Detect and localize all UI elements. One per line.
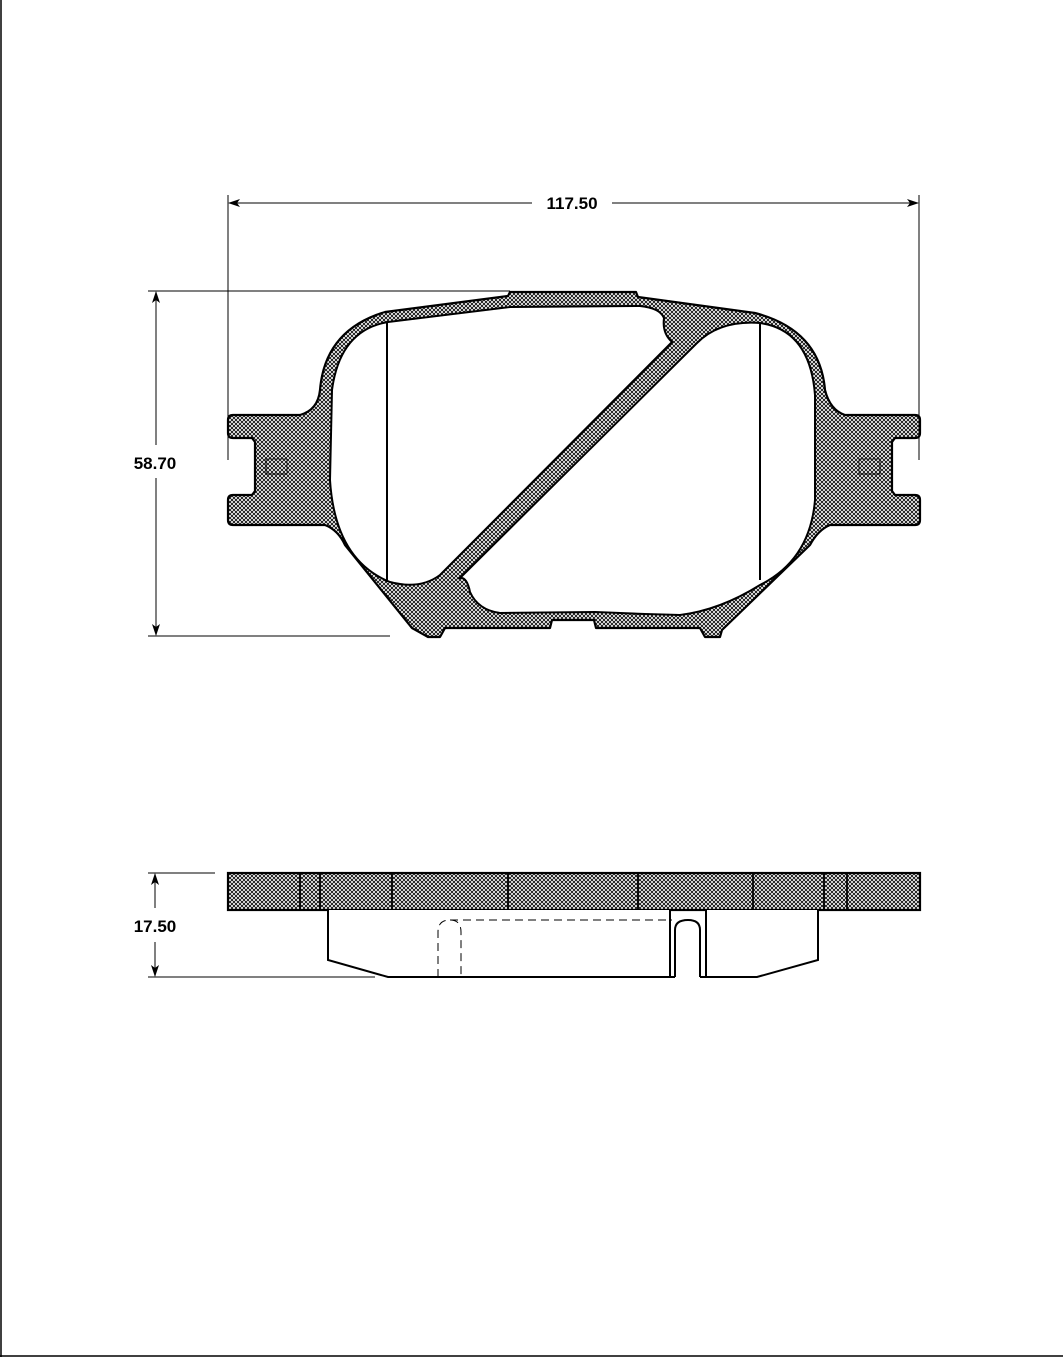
dimension-width: 117.50 — [227, 194, 920, 460]
plate-dividers — [299, 873, 848, 910]
friction-area-right — [457, 321, 816, 617]
hidden-slot-dashed — [437, 919, 672, 977]
marker-right — [858, 458, 881, 475]
slot-side — [674, 918, 701, 977]
dimension-thickness: 17.50 — [134, 872, 375, 978]
dimension-thickness-label: 17.50 — [134, 917, 177, 936]
friction-lining-side — [327, 910, 819, 978]
dimension-height-label: 58.70 — [134, 454, 177, 473]
friction-area-left — [328, 304, 674, 586]
pad-front-view — [226, 290, 922, 639]
dimension-height: 58.70 — [134, 290, 510, 637]
pad-side-view — [226, 871, 922, 978]
backing-plate-side — [226, 871, 922, 912]
marker-left — [265, 458, 288, 475]
dimension-width-label: 117.50 — [546, 194, 597, 213]
